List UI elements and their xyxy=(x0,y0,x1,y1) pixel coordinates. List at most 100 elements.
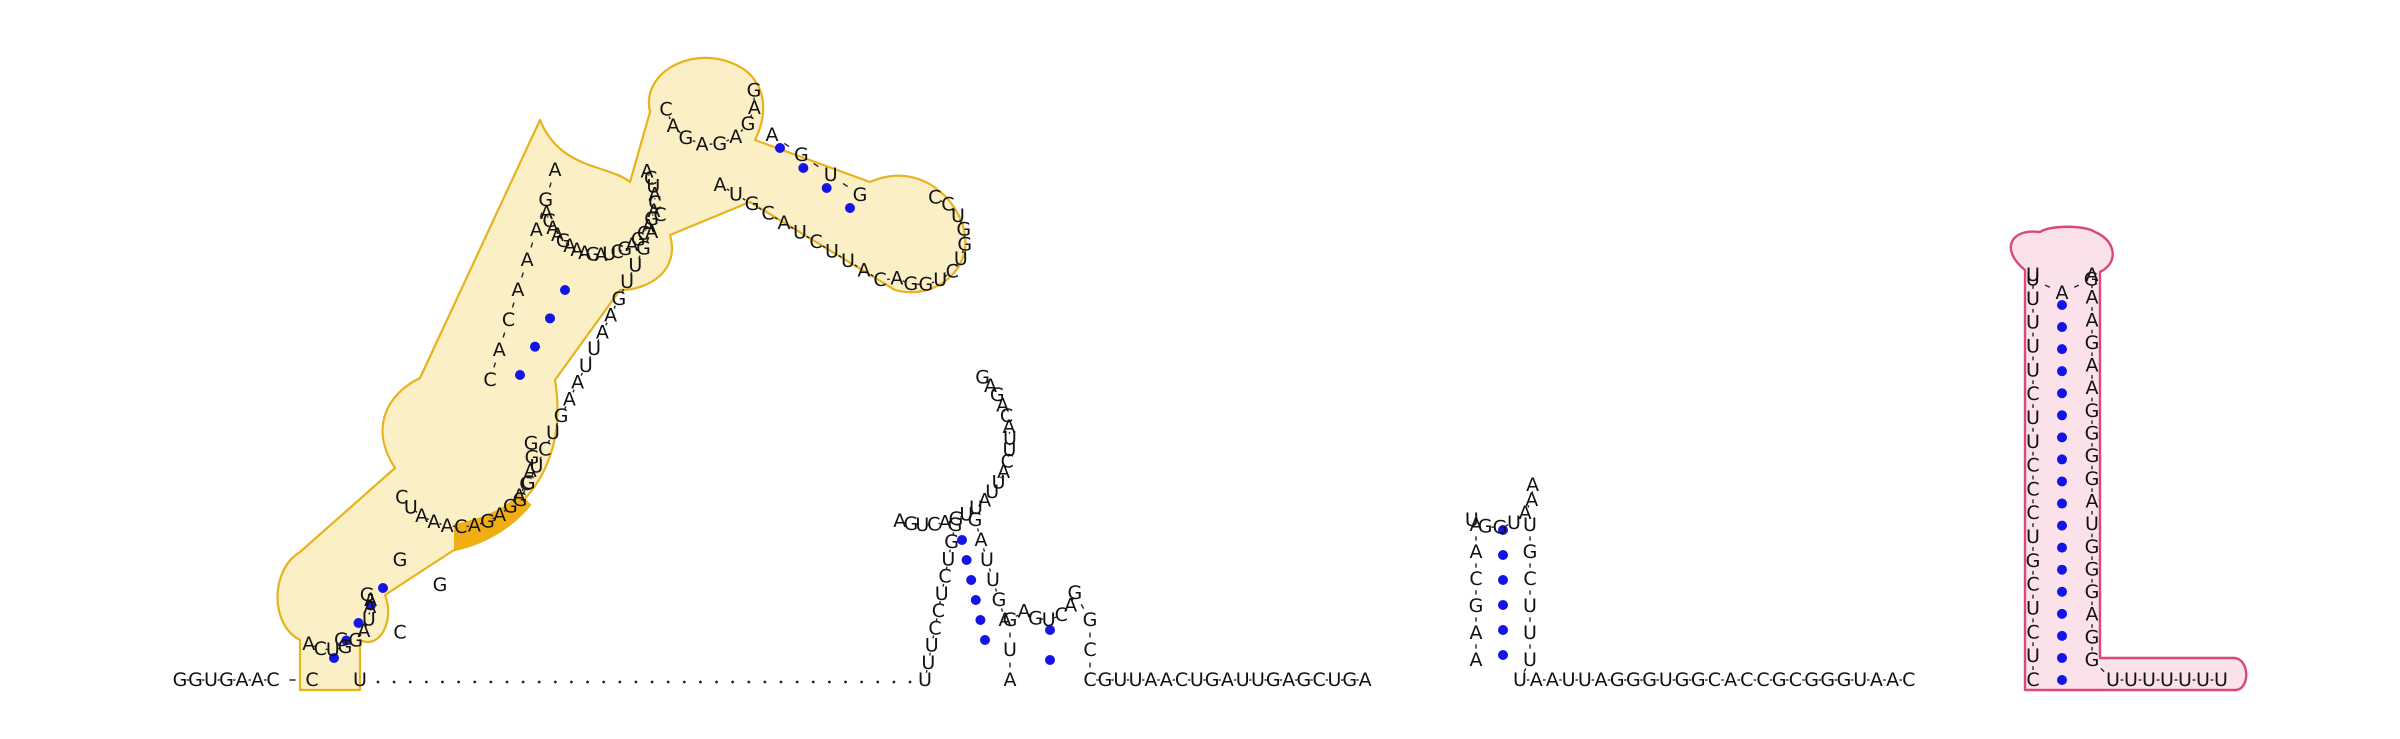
nucleotide-hairpin-1-112: A xyxy=(604,305,617,327)
base-pair-dot xyxy=(966,575,977,585)
nucleotide-hairpin-2-128: C xyxy=(932,600,945,622)
unresolved-backbone-dot xyxy=(860,680,864,684)
base-pair-dot xyxy=(2057,498,2067,509)
nucleotide-terminator-240: G xyxy=(2026,550,2041,572)
nucleotide-hairpin-1-71: C xyxy=(659,99,672,121)
nucleotide-hairpin-3-196: A xyxy=(1470,514,1483,536)
nucleotide-leader-7: C xyxy=(266,669,279,691)
backbone-tick xyxy=(976,528,980,532)
backbone-tick xyxy=(644,229,647,231)
nucleotide-hairpin-1-14: U xyxy=(326,639,340,661)
nucleotide-hairpin-1-91: U xyxy=(933,269,947,291)
nucleotide-hairpin-1-76: A xyxy=(729,126,742,148)
nucleotide-hairpin-2-140: U xyxy=(959,503,973,525)
backbone-tick xyxy=(902,280,906,283)
base-pair-dot xyxy=(1498,625,1508,635)
nucleotide-hairpin-2-151: A xyxy=(996,394,1009,416)
base-pair-dot xyxy=(329,653,339,663)
nucleotide-terminator-260: A xyxy=(2086,355,2099,377)
unresolved-backbone-dot xyxy=(408,680,412,684)
nucleotide-hairpin-1-52: A xyxy=(563,235,576,257)
nucleotide-hairpin-2-147: U xyxy=(1002,439,1016,461)
backbone-tick xyxy=(527,476,530,479)
backbone-tick xyxy=(813,162,819,168)
nucleotide-hairpin-2-139: G xyxy=(949,508,964,530)
nucleotide-hairpin-3-193: G xyxy=(1469,595,1484,617)
nucleotide-hairpin-1-49: A xyxy=(546,217,559,239)
nucleotide-hairpin-1-81: G xyxy=(794,144,809,166)
unresolved-backbone-dot xyxy=(795,680,799,684)
base-pair-dot xyxy=(961,555,972,565)
nucleotide-hairpin-1-113: A xyxy=(596,321,609,343)
nucleotide-hairpin-2-125: U xyxy=(921,652,935,674)
nucleotide-leader-5: A xyxy=(236,669,249,691)
backbone-tick xyxy=(349,642,352,645)
nucleotide-hairpin-1-121: U xyxy=(530,455,544,477)
nucleotide-linker-227: C xyxy=(1789,669,1802,691)
backbone-tick xyxy=(638,255,641,259)
nucleotide-linker-226: G xyxy=(1772,669,1787,691)
base-pair-dot xyxy=(2057,564,2067,575)
nucleotide-hairpin-1-54: A xyxy=(578,242,591,264)
nucleotide-hairpin-1-32: A xyxy=(493,504,506,526)
backbone-tick xyxy=(668,116,671,120)
backbone-tick xyxy=(588,355,592,360)
backbone-tick xyxy=(838,254,842,258)
nucleotide-hairpin-1-46: A xyxy=(549,159,562,181)
backbone-tick xyxy=(358,634,362,638)
unresolved-backbone-dot xyxy=(763,680,767,684)
nucleotide-linker-210: U xyxy=(1513,669,1527,691)
nucleotide-linker-234: C xyxy=(1902,669,1915,691)
nucleotide-terminator-257: A xyxy=(2086,287,2099,309)
nucleotide-hairpin-3-197: U xyxy=(1465,509,1479,531)
backbone-tick xyxy=(565,242,568,245)
backbone-tick xyxy=(949,519,952,522)
nucleotide-terminator-256: A xyxy=(2086,264,2099,286)
backbone-tick xyxy=(647,174,650,176)
backbone-tick xyxy=(621,288,625,293)
nucleotide-terminator-247: C xyxy=(2026,383,2039,405)
nucleotide-hairpin-2-157: U xyxy=(986,569,1000,591)
backbone-tick xyxy=(1053,616,1057,619)
backbone-tick xyxy=(994,486,997,489)
nucleotide-small-hairpin-167: C xyxy=(1055,604,1068,626)
backbone-tick xyxy=(559,236,562,239)
nucleotide-linker-190: A xyxy=(1359,669,1372,691)
nucleotide-terminator-271: A xyxy=(2086,604,2099,626)
nucleotide-small-hairpin-164: A xyxy=(1018,600,1031,622)
backbone-tick xyxy=(629,272,633,276)
nucleotide-hairpin-2-155: A xyxy=(999,609,1012,631)
base-pair-dot xyxy=(2057,454,2067,465)
hairpin-1-highlight xyxy=(276,56,967,692)
backbone-tick xyxy=(1064,609,1068,612)
base-pair-dot xyxy=(1498,550,1508,560)
nucleotide-linker-223: A xyxy=(1724,669,1737,691)
nucleotide-hairpin-2-133: G xyxy=(948,514,963,536)
unresolved-backbone-dot xyxy=(892,680,896,684)
nucleotide-small-hairpin-162: U xyxy=(1003,639,1017,661)
nucleotide-hairpin-1-86: U xyxy=(951,205,965,227)
backbone-tick xyxy=(1015,614,1019,618)
nucleotide-hairpin-1-87: G xyxy=(956,219,971,241)
backbone-tick xyxy=(987,495,990,498)
unresolved-backbone-dot xyxy=(844,680,847,684)
nucleotide-hairpin-1-23: G xyxy=(433,574,448,596)
nucleotide-terminator-268: G xyxy=(2085,536,2100,558)
backbone-tick xyxy=(1080,603,1085,609)
backbone-tick xyxy=(513,499,517,503)
nucleotide-hairpin-1-67: A xyxy=(648,184,661,206)
nucleotide-hairpin-3-202: A xyxy=(1525,489,1538,511)
nucleotide-hairpin-1-50: A xyxy=(551,224,564,246)
nucleotide-linker-181: A xyxy=(1221,669,1234,691)
unresolved-backbone-dot xyxy=(473,680,477,684)
unresolved-backbone-dot xyxy=(699,680,702,684)
backbone-tick xyxy=(2073,284,2080,288)
nucleotide-hairpin-1-83: G xyxy=(853,184,868,206)
nucleotide-hairpin-1-73: G xyxy=(678,127,693,149)
nucleotide-hairpin-3-203: A xyxy=(1526,474,1539,496)
nucleotide-hairpin-1-57: U xyxy=(602,243,616,265)
nucleotide-hairpin-1-80: A xyxy=(766,124,779,146)
nucleotide-hairpin-1-62: C xyxy=(637,222,650,244)
backbone-tick xyxy=(969,510,973,513)
